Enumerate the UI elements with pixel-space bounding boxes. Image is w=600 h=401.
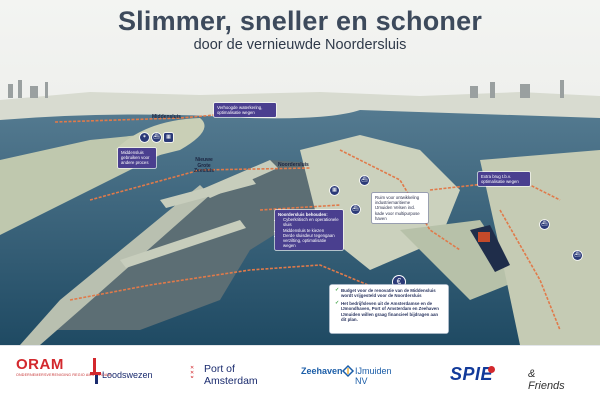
callout-behouden-item: Cyberkritisch en operationele sluis xyxy=(283,217,340,227)
spie-wordmark: SPIE xyxy=(450,364,494,384)
label-nieuwe-grote-zeesluis: Nieuwe Grote Zeesluis xyxy=(193,157,214,175)
ship-cargo xyxy=(478,232,490,242)
ship-icon: ⛴ xyxy=(360,176,369,185)
lock-chamber-divider-2 xyxy=(120,220,246,268)
loodswezen-logo: Loodswezen xyxy=(90,356,153,390)
callout-verhoogde-text: Verhoogde waterkering, optimalisatie weg… xyxy=(217,105,263,116)
check-icon: ✓ xyxy=(335,287,340,293)
port-line-2: Amsterdam xyxy=(204,375,258,387)
loodswezen-mark-icon xyxy=(90,358,101,384)
ship-icon: ⛴ xyxy=(351,205,360,214)
map-illustration: Slimmer, sneller en schoner door de vern… xyxy=(0,0,600,345)
ship-icon: ⛴ xyxy=(573,251,582,260)
label-middensluis: Middensluis xyxy=(152,114,181,120)
callout-middensluis-gebruik: Middensluis gebruiken voor andere proces xyxy=(118,148,156,168)
friends-wordmark: & Friends xyxy=(528,368,565,392)
oram-subline: ONDERNEMERSVERENIGING REGIO AMSTERDAM xyxy=(16,373,111,377)
spie-dot-icon xyxy=(488,366,495,373)
callout-behouden-head: Noordersluis behouden: xyxy=(278,212,328,217)
sponsor-logo-bar: ORAM ONDERNEMERSVERENIGING REGIO AMSTERD… xyxy=(0,345,600,401)
port-of-amsterdam-mark-icon: ✕ ✕ ✕ xyxy=(190,365,194,378)
callout-extra-brug-text: Extra brug t.b.v. optimalisatie wegen xyxy=(481,174,519,185)
building-icon: ▦ xyxy=(164,133,173,142)
wind-turbine-icon: ✶ xyxy=(140,133,149,142)
check-icon: ✓ xyxy=(335,299,340,306)
page-subtitle: door de vernieuwde Noordersluis xyxy=(193,37,407,53)
building-icon: ▦ xyxy=(330,186,339,195)
svg-text:✕: ✕ xyxy=(190,370,194,376)
loodswezen-wordmark: Loodswezen xyxy=(102,370,153,380)
oram-logo: ORAM ONDERNEMERSVERENIGING REGIO AMSTERD… xyxy=(16,356,111,390)
ship-icon: ⛴ xyxy=(540,220,549,229)
port-of-amsterdam-wordmark: Port of Amsterdam xyxy=(204,363,258,387)
callout-ruimte-text: Ruim voor ontwikkeling industriemaritiem… xyxy=(375,195,420,221)
ship-icon: ⛴ xyxy=(152,133,161,142)
lock-chamber-divider xyxy=(160,176,256,208)
industry-silhouette xyxy=(8,80,564,98)
info-item-text: Het bedrijfsleven uit de Amsterdamse en … xyxy=(341,300,439,323)
callout-behouden-item: Derde sluisdeur tegengaan verzilting, op… xyxy=(283,233,340,249)
callout-extra-brug: Extra brug t.b.v. optimalisatie wegen xyxy=(478,172,530,187)
callout-middensluis-text: Middensluis gebruiken voor andere proces xyxy=(121,150,150,166)
right-shore xyxy=(480,150,600,345)
lock-wall-left xyxy=(20,185,210,345)
info-item-text: Budget voor de renovatie van de Middensl… xyxy=(341,288,436,299)
label-noordersluis: Noordersluis xyxy=(278,162,309,168)
info-item: ✓ Budget voor de renovatie van de Midden… xyxy=(335,287,443,299)
info-box: ✓ Budget voor de renovatie van de Midden… xyxy=(330,285,448,333)
callout-verhoogde-waterkering: Verhoogde waterkering, optimalisatie weg… xyxy=(214,103,276,118)
info-item: ✓ Het bedrijfsleven uit de Amsterdamse e… xyxy=(335,299,443,323)
oram-wordmark: ORAM xyxy=(16,356,64,373)
svg-text:✕: ✕ xyxy=(190,365,194,371)
port-line-1: Port of xyxy=(204,363,235,375)
svg-text:✕: ✕ xyxy=(190,375,194,378)
callout-ruimte-ontwikkeling: Ruim voor ontwikkeling industriemaritiem… xyxy=(372,193,428,224)
zeehaven-mark-icon xyxy=(341,364,355,378)
callout-noordersluis-behouden: Noordersluis behouden: Cyberkritisch en … xyxy=(275,210,343,251)
callout-behouden-item: Middensluis te kiezen xyxy=(283,228,340,233)
zeehaven-wordmark: Zeehaven xyxy=(301,366,343,376)
ijmuiden-wordmark: IJmuiden NV xyxy=(355,366,392,386)
page-title: Slimmer, sneller en schoner xyxy=(117,6,483,36)
